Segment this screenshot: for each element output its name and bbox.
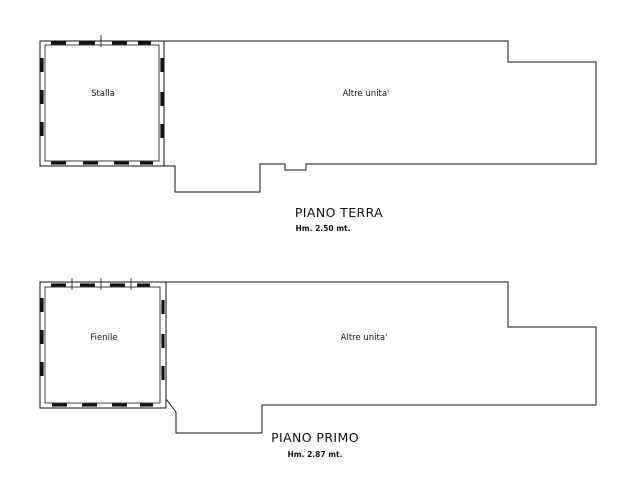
room-fienile-inner-wall: [44, 286, 161, 404]
floor-title-first: PIANO PRIMO: [271, 430, 359, 445]
stalla-openings: [40, 35, 164, 165]
room-stalla-inner-wall: [44, 44, 160, 162]
building-outline-ground: [39, 40, 597, 193]
floor-title-ground: PIANO TERRA: [295, 205, 383, 220]
floor-plan-ground: Stalla Altre unita' PIANO TERRA Hm. 2.50…: [39, 35, 597, 233]
fienile-openings: [40, 278, 165, 407]
building-outline-first: [39, 281, 597, 434]
other-units-label-ground: Altre unita': [343, 89, 390, 99]
floor-height-first: Hm. 2.87 mt.: [288, 450, 343, 459]
floor-height-ground: Hm. 2.50 mt.: [296, 224, 351, 233]
floor-plan-first: Fienile Altre unita' PIANO PRIMO Hm. 2.8…: [39, 278, 597, 459]
other-units-label-first: Altre unita': [341, 333, 388, 343]
room-label-fienile: Fienile: [90, 333, 117, 343]
room-fienile-outer-wall: [39, 281, 167, 409]
room-label-stalla: Stalla: [91, 89, 115, 99]
room-stalla-outer-wall: [39, 40, 165, 167]
